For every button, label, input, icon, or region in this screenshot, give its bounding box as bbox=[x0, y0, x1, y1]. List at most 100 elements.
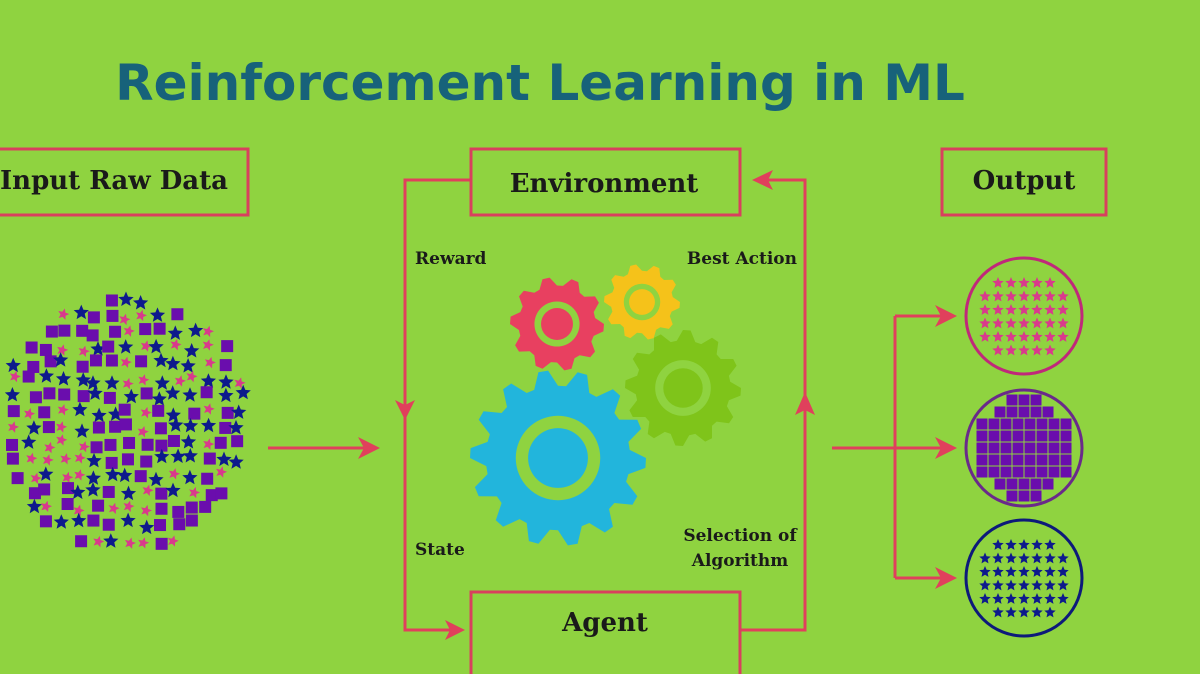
square-point bbox=[58, 324, 71, 337]
square-point bbox=[199, 500, 212, 513]
square-point bbox=[106, 309, 119, 322]
pink-point bbox=[204, 356, 216, 369]
star-point bbox=[153, 352, 169, 368]
square-point bbox=[28, 487, 41, 500]
output-label: Output bbox=[973, 166, 1076, 196]
pink-point bbox=[234, 377, 246, 389]
pink-point bbox=[123, 325, 135, 337]
pink-point bbox=[108, 502, 120, 515]
square-point bbox=[155, 502, 168, 515]
square-point bbox=[171, 308, 184, 321]
square-point bbox=[155, 439, 168, 452]
square-point bbox=[102, 518, 115, 531]
pink-point bbox=[123, 500, 135, 512]
environment-box bbox=[469, 147, 742, 217]
square-point bbox=[87, 311, 100, 324]
star-point bbox=[168, 417, 184, 432]
square-point bbox=[11, 472, 24, 485]
square-point bbox=[38, 406, 51, 419]
pink-point bbox=[7, 421, 19, 433]
square-point bbox=[45, 325, 58, 338]
state-label: State bbox=[415, 540, 465, 560]
star-point bbox=[21, 434, 37, 449]
star-point bbox=[120, 485, 137, 501]
yellow-gear-icon bbox=[604, 264, 680, 340]
square-point bbox=[219, 421, 232, 434]
square-point bbox=[102, 340, 115, 353]
square-point bbox=[27, 360, 40, 373]
square-point bbox=[221, 406, 234, 419]
star-point bbox=[104, 375, 120, 390]
star-point bbox=[154, 448, 170, 464]
square-point bbox=[119, 418, 132, 431]
square-point bbox=[167, 434, 180, 447]
star-point bbox=[72, 401, 88, 417]
square-point bbox=[76, 360, 89, 373]
star-point bbox=[108, 406, 124, 421]
square-point bbox=[90, 441, 103, 454]
pink-point bbox=[57, 404, 69, 416]
square-point bbox=[58, 388, 71, 401]
pink-point bbox=[56, 434, 68, 446]
pink-point bbox=[202, 339, 214, 351]
pink-point bbox=[93, 535, 105, 548]
star-point bbox=[188, 322, 204, 338]
square-point bbox=[22, 370, 35, 383]
blue-stars-cluster bbox=[964, 518, 1084, 638]
reward-label: Reward bbox=[415, 249, 487, 269]
star-point bbox=[85, 375, 101, 390]
star-point bbox=[85, 482, 101, 497]
pink-point bbox=[138, 537, 150, 549]
square-point bbox=[42, 421, 55, 434]
star-point bbox=[123, 388, 139, 404]
star-point bbox=[180, 434, 197, 449]
arrow-left-icon bbox=[752, 170, 773, 190]
pink-point bbox=[74, 452, 86, 464]
square-point bbox=[203, 452, 216, 465]
pink-point bbox=[124, 537, 136, 549]
pink-point bbox=[58, 308, 70, 320]
pink-point bbox=[142, 484, 154, 497]
pink-point bbox=[40, 500, 52, 513]
star-point bbox=[4, 387, 20, 402]
square-point bbox=[29, 391, 42, 404]
star-point bbox=[165, 385, 181, 400]
star-point bbox=[90, 341, 106, 356]
square-point bbox=[6, 438, 19, 451]
pink-point bbox=[120, 356, 132, 368]
pink-point bbox=[140, 340, 152, 352]
arrow-right-icon bbox=[358, 437, 380, 459]
arrow-right-icon bbox=[935, 305, 957, 327]
input-raw-data-box bbox=[0, 147, 250, 217]
square-point bbox=[152, 404, 165, 417]
pink-point bbox=[140, 406, 152, 419]
star-point bbox=[184, 343, 200, 358]
pink-point bbox=[137, 426, 149, 438]
square-point bbox=[89, 354, 102, 367]
arrow-up-icon bbox=[795, 392, 815, 415]
arrowheads bbox=[358, 170, 957, 640]
square-point bbox=[185, 514, 198, 527]
square-point bbox=[154, 519, 167, 532]
star-point bbox=[55, 371, 72, 386]
star-point bbox=[105, 466, 121, 482]
pink-point bbox=[60, 453, 72, 465]
square-point bbox=[140, 455, 153, 468]
pink-point bbox=[167, 535, 179, 547]
star-point bbox=[38, 368, 54, 383]
square-point bbox=[39, 515, 52, 528]
square-point bbox=[123, 436, 136, 449]
star-point bbox=[70, 484, 86, 499]
square-point bbox=[205, 489, 218, 502]
star-point bbox=[26, 498, 42, 514]
star-point bbox=[148, 338, 164, 354]
star-point bbox=[53, 514, 69, 529]
star-point bbox=[87, 385, 103, 400]
pink-point bbox=[216, 466, 228, 478]
star-point bbox=[154, 375, 170, 390]
pink-point bbox=[30, 472, 42, 484]
star-point bbox=[5, 357, 21, 373]
pink-point bbox=[42, 454, 54, 466]
star-point bbox=[120, 512, 136, 528]
pink-point bbox=[23, 408, 35, 420]
